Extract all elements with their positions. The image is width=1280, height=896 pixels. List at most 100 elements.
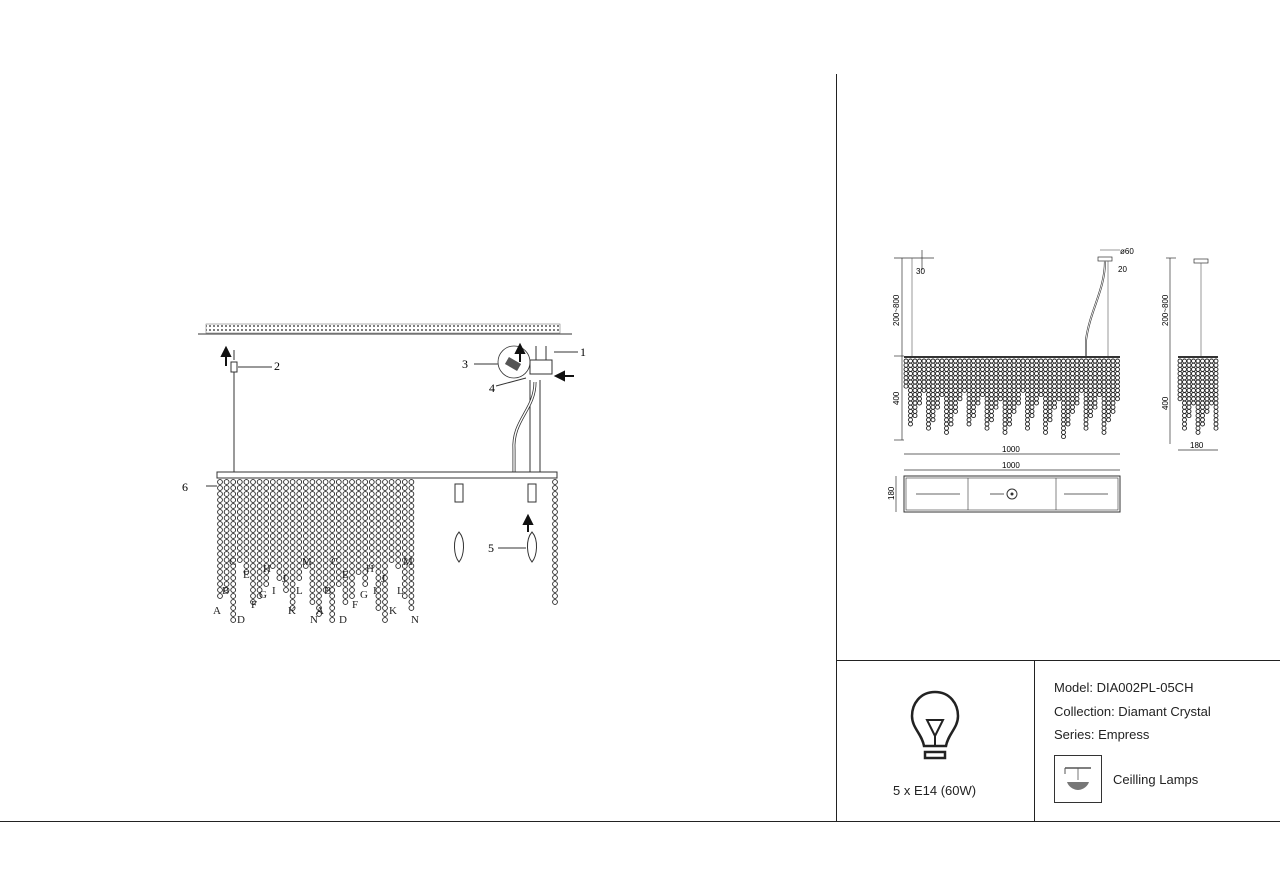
front-crystal-bead	[1101, 400, 1107, 406]
front-crystal-bead	[944, 387, 949, 393]
front-crystal-bead	[917, 362, 922, 368]
front-crystal-bead	[903, 383, 909, 389]
front-crystal-bead	[1025, 400, 1030, 406]
crystal-bead	[217, 527, 223, 533]
crystal-bead	[355, 485, 362, 491]
crystal-bead	[256, 503, 263, 509]
front-crystal-bead	[1097, 366, 1102, 372]
crystal-bead	[375, 503, 382, 509]
crystal-bead	[552, 485, 558, 491]
front-crystal-bead	[957, 387, 963, 393]
front-crystal-bead	[971, 396, 976, 402]
side-crystal-bead	[1209, 358, 1214, 364]
crystal-bead	[302, 497, 309, 503]
front-crystal-bead	[939, 383, 945, 389]
front-crystal-bead	[989, 396, 994, 402]
front-crystal-bead	[1034, 362, 1039, 368]
crystal-bead	[276, 515, 283, 521]
front-crystal-bead	[1070, 379, 1075, 385]
crystal-bead	[243, 491, 250, 497]
crystal-bead	[223, 521, 230, 527]
side-crystal-bead	[1186, 392, 1192, 398]
front-crystal-bead	[1083, 379, 1089, 385]
side-crystal-bead	[1195, 413, 1201, 419]
front-crystal-bead	[935, 396, 940, 402]
callout-6: 6	[182, 480, 188, 494]
front-crystal-bead	[1016, 362, 1021, 368]
crystal-bead	[329, 509, 336, 515]
side-crystal-bead	[1186, 379, 1192, 385]
front-crystal-bead	[953, 408, 958, 414]
crystal-bead	[395, 539, 402, 545]
front-crystal-bead	[966, 413, 972, 419]
front-crystal-bead	[948, 358, 954, 364]
crystal-bead	[368, 551, 375, 557]
crystal-bead	[296, 575, 303, 581]
info-panel-divider	[1034, 660, 1035, 822]
front-crystal-bead	[926, 362, 931, 368]
front-crystal-bead	[930, 371, 936, 377]
crystal-bead	[368, 557, 375, 563]
side-crystal-bead	[1200, 417, 1205, 423]
crystal-bead	[316, 485, 322, 491]
front-crystal-bead	[1088, 371, 1093, 377]
front-crystal-bead	[1074, 387, 1080, 393]
front-crystal-bead	[930, 404, 936, 410]
front-crystal-bead	[948, 387, 954, 393]
front-crystal-bead	[908, 387, 913, 393]
crystal-bead	[349, 563, 355, 569]
front-crystal-bead	[1007, 366, 1012, 372]
crystal-bead	[263, 479, 270, 485]
front-crystal-bead	[989, 413, 994, 419]
crystal-bead	[243, 533, 250, 539]
crystal-bead	[355, 533, 362, 539]
crystal-bead	[329, 491, 336, 497]
front-crystal-bead	[930, 387, 936, 393]
crystal-bead	[263, 485, 270, 491]
crystal-bead	[329, 545, 336, 551]
front-crystal-bead	[1101, 366, 1107, 372]
front-crystal-bead	[1047, 379, 1053, 385]
front-crystal-bead	[962, 379, 967, 385]
front-crystal-bead	[1106, 387, 1111, 393]
front-crystal-bead	[1079, 383, 1084, 389]
side-crystal-bead	[1191, 358, 1196, 364]
crystal-bead	[316, 509, 322, 515]
front-crystal-bead	[1007, 358, 1012, 364]
front-crystal-bead	[984, 387, 990, 393]
front-crystal-bead	[975, 383, 981, 389]
crystal-bead	[362, 527, 369, 533]
front-crystal-bead	[912, 400, 918, 406]
crystal-bead	[395, 557, 402, 563]
front-crystal-bead	[1074, 362, 1080, 368]
crystal-bead	[250, 485, 256, 491]
crystal-bead	[276, 551, 283, 557]
front-crystal-bead	[1106, 375, 1111, 381]
bulb-holder-1	[454, 483, 464, 503]
front-crystal-bead	[930, 366, 936, 372]
side-crystal-bead	[1200, 387, 1205, 393]
front-crystal-bead	[998, 396, 1003, 402]
crystal-bead	[395, 515, 402, 521]
front-crystal-bead	[1047, 383, 1053, 389]
side-crystal-bead	[1195, 400, 1201, 406]
side-crystal-bead	[1182, 425, 1187, 431]
front-crystal-bead	[1061, 396, 1066, 402]
crystal-bead	[269, 563, 276, 569]
front-crystal-bead	[1092, 392, 1098, 398]
front-crystal-bead	[935, 362, 940, 368]
crystal-bead	[388, 509, 395, 515]
crystal-bead	[355, 557, 362, 563]
front-crystal-bead	[1101, 379, 1107, 385]
front-crystal-bead	[975, 371, 981, 377]
front-crystal-bead	[989, 371, 994, 377]
strand-letter: K	[389, 605, 397, 617]
front-crystal-bead	[1002, 396, 1008, 402]
crystal-bead	[382, 575, 388, 581]
crystal-bead	[552, 509, 558, 515]
crystal-bead	[408, 563, 415, 569]
front-crystal-bead	[948, 392, 954, 398]
front-crystal-bead	[1101, 392, 1107, 398]
front-crystal-bead	[908, 396, 913, 402]
crystal-bead	[355, 503, 362, 509]
